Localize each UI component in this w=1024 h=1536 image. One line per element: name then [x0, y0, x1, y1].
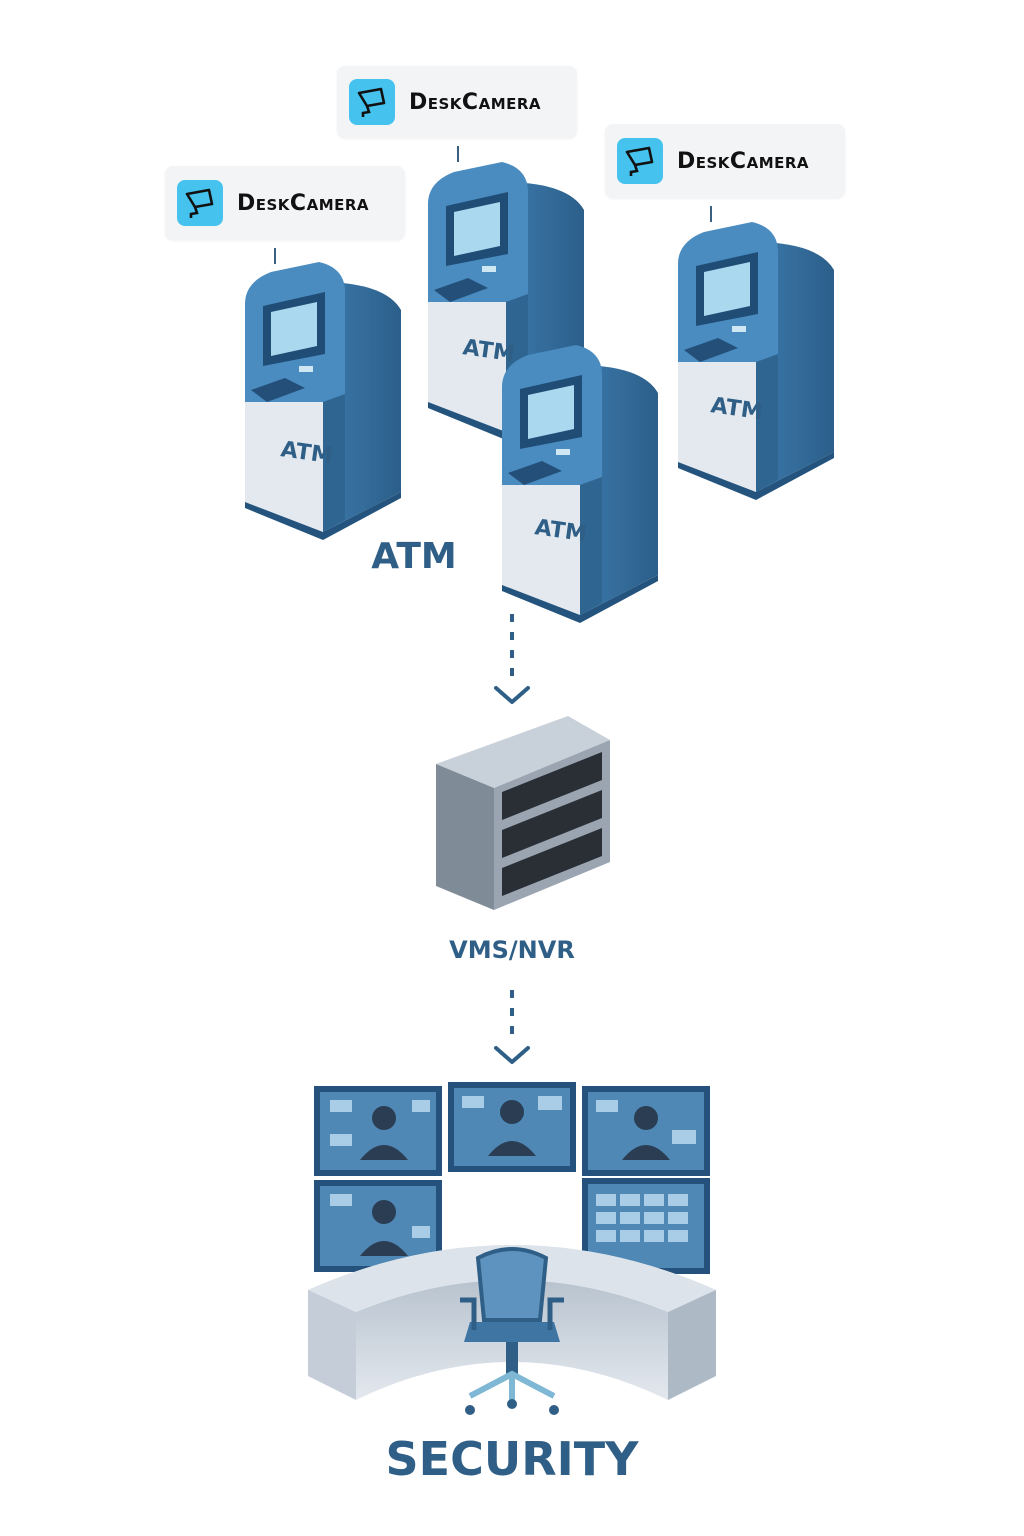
badge-connector: [274, 248, 276, 264]
atm-front-center: [502, 345, 658, 623]
video-monitor-icon: [314, 1082, 710, 1274]
server-label: VMS/NVR: [449, 936, 575, 964]
deskcamera-badge-right: DeskCamera: [605, 124, 845, 198]
server-rack-icon: [436, 716, 610, 910]
security-label: SECURITY: [385, 1432, 639, 1486]
badge-connector: [710, 206, 712, 222]
atm-left: [245, 262, 401, 540]
deskcamera-badge-center: DeskCamera: [337, 66, 577, 138]
badge-label: DeskCamera: [677, 148, 810, 174]
chevron-down-icon: [494, 990, 530, 1064]
security-camera-icon: [349, 79, 395, 125]
badge-connector: [457, 146, 459, 162]
atm-group-label: ATM: [371, 536, 457, 577]
office-chair-icon: [460, 1247, 564, 1415]
security-camera-icon: [617, 138, 663, 184]
badge-label: DeskCamera: [237, 190, 370, 216]
atm-right: [678, 222, 834, 500]
deskcamera-badge-left: DeskCamera: [165, 166, 405, 240]
badge-label: DeskCamera: [409, 89, 542, 115]
security-camera-icon: [177, 180, 223, 226]
chevron-down-icon: [494, 614, 530, 704]
